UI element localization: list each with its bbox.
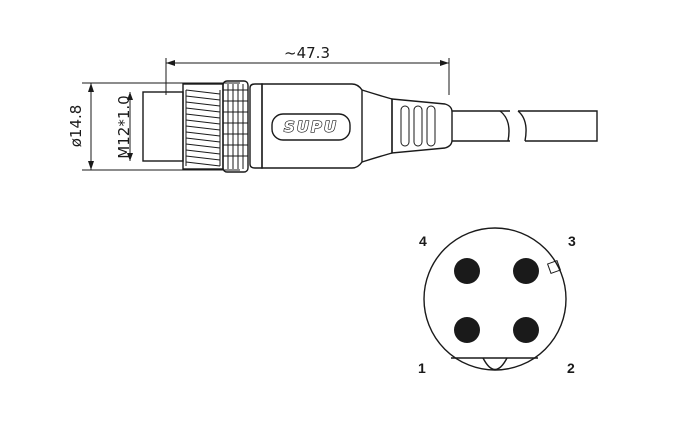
coupling-nut: [222, 80, 249, 173]
length-dimension: ~47.3: [165, 44, 450, 95]
thread-housing: [142, 91, 184, 162]
coding-notch: [482, 357, 508, 371]
face-outline: [423, 227, 567, 371]
brand-plate: [271, 113, 351, 141]
pin-3: [513, 258, 539, 284]
pin-4: [454, 258, 480, 284]
taper: [361, 89, 393, 163]
length-dimension-label: ~47.3: [284, 44, 330, 62]
collar: [249, 83, 263, 169]
diameter-label: ø14.8: [67, 105, 85, 148]
pin-2: [513, 317, 539, 343]
diameter-dimension: ø14.8 M12*1.0: [67, 82, 240, 171]
connector-body: SUPU: [142, 80, 598, 173]
pin-1: [454, 317, 480, 343]
pin-label-1: 1: [418, 360, 426, 376]
thread-label: M12*1.0: [115, 95, 133, 158]
pin-label-2: 2: [567, 360, 575, 376]
pin-face: 4 3 1 2: [418, 227, 576, 376]
brand-logo: SUPU: [284, 118, 338, 136]
strain-relief: [391, 98, 453, 154]
pin-label-3: 3: [568, 233, 576, 249]
cable: [452, 110, 598, 142]
thread-lines: [185, 89, 221, 167]
pin-label-4: 4: [419, 233, 427, 249]
coding-key: [546, 259, 562, 275]
